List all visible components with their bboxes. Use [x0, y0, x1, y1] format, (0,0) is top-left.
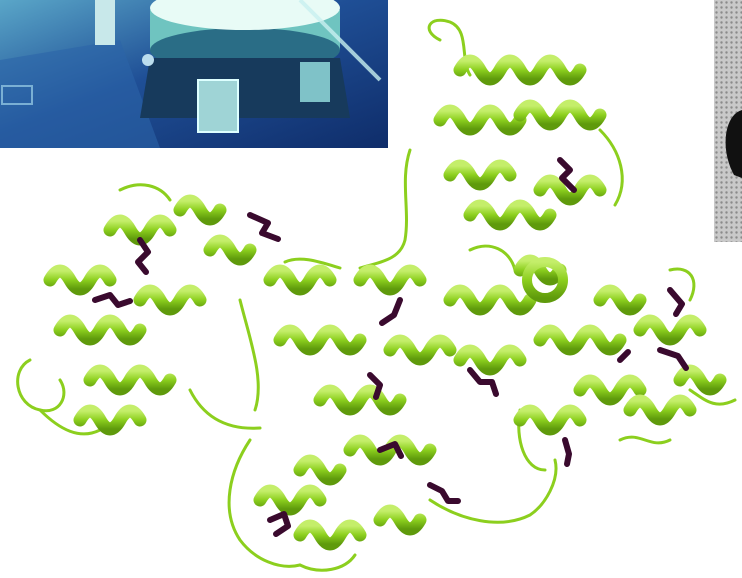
perforated-metal-image — [714, 0, 742, 242]
lab-equipment-image — [0, 0, 388, 148]
coil-loops — [16, 18, 737, 572]
helix-domain-right — [443, 254, 727, 436]
perforated-metal-photo — [714, 0, 742, 242]
disulfide-bonds — [92, 157, 689, 537]
helix-domain-center — [203, 234, 457, 551]
lab-equipment-photo — [0, 0, 388, 148]
helix-domain-top — [433, 54, 607, 231]
helix-domain-left — [43, 194, 227, 436]
